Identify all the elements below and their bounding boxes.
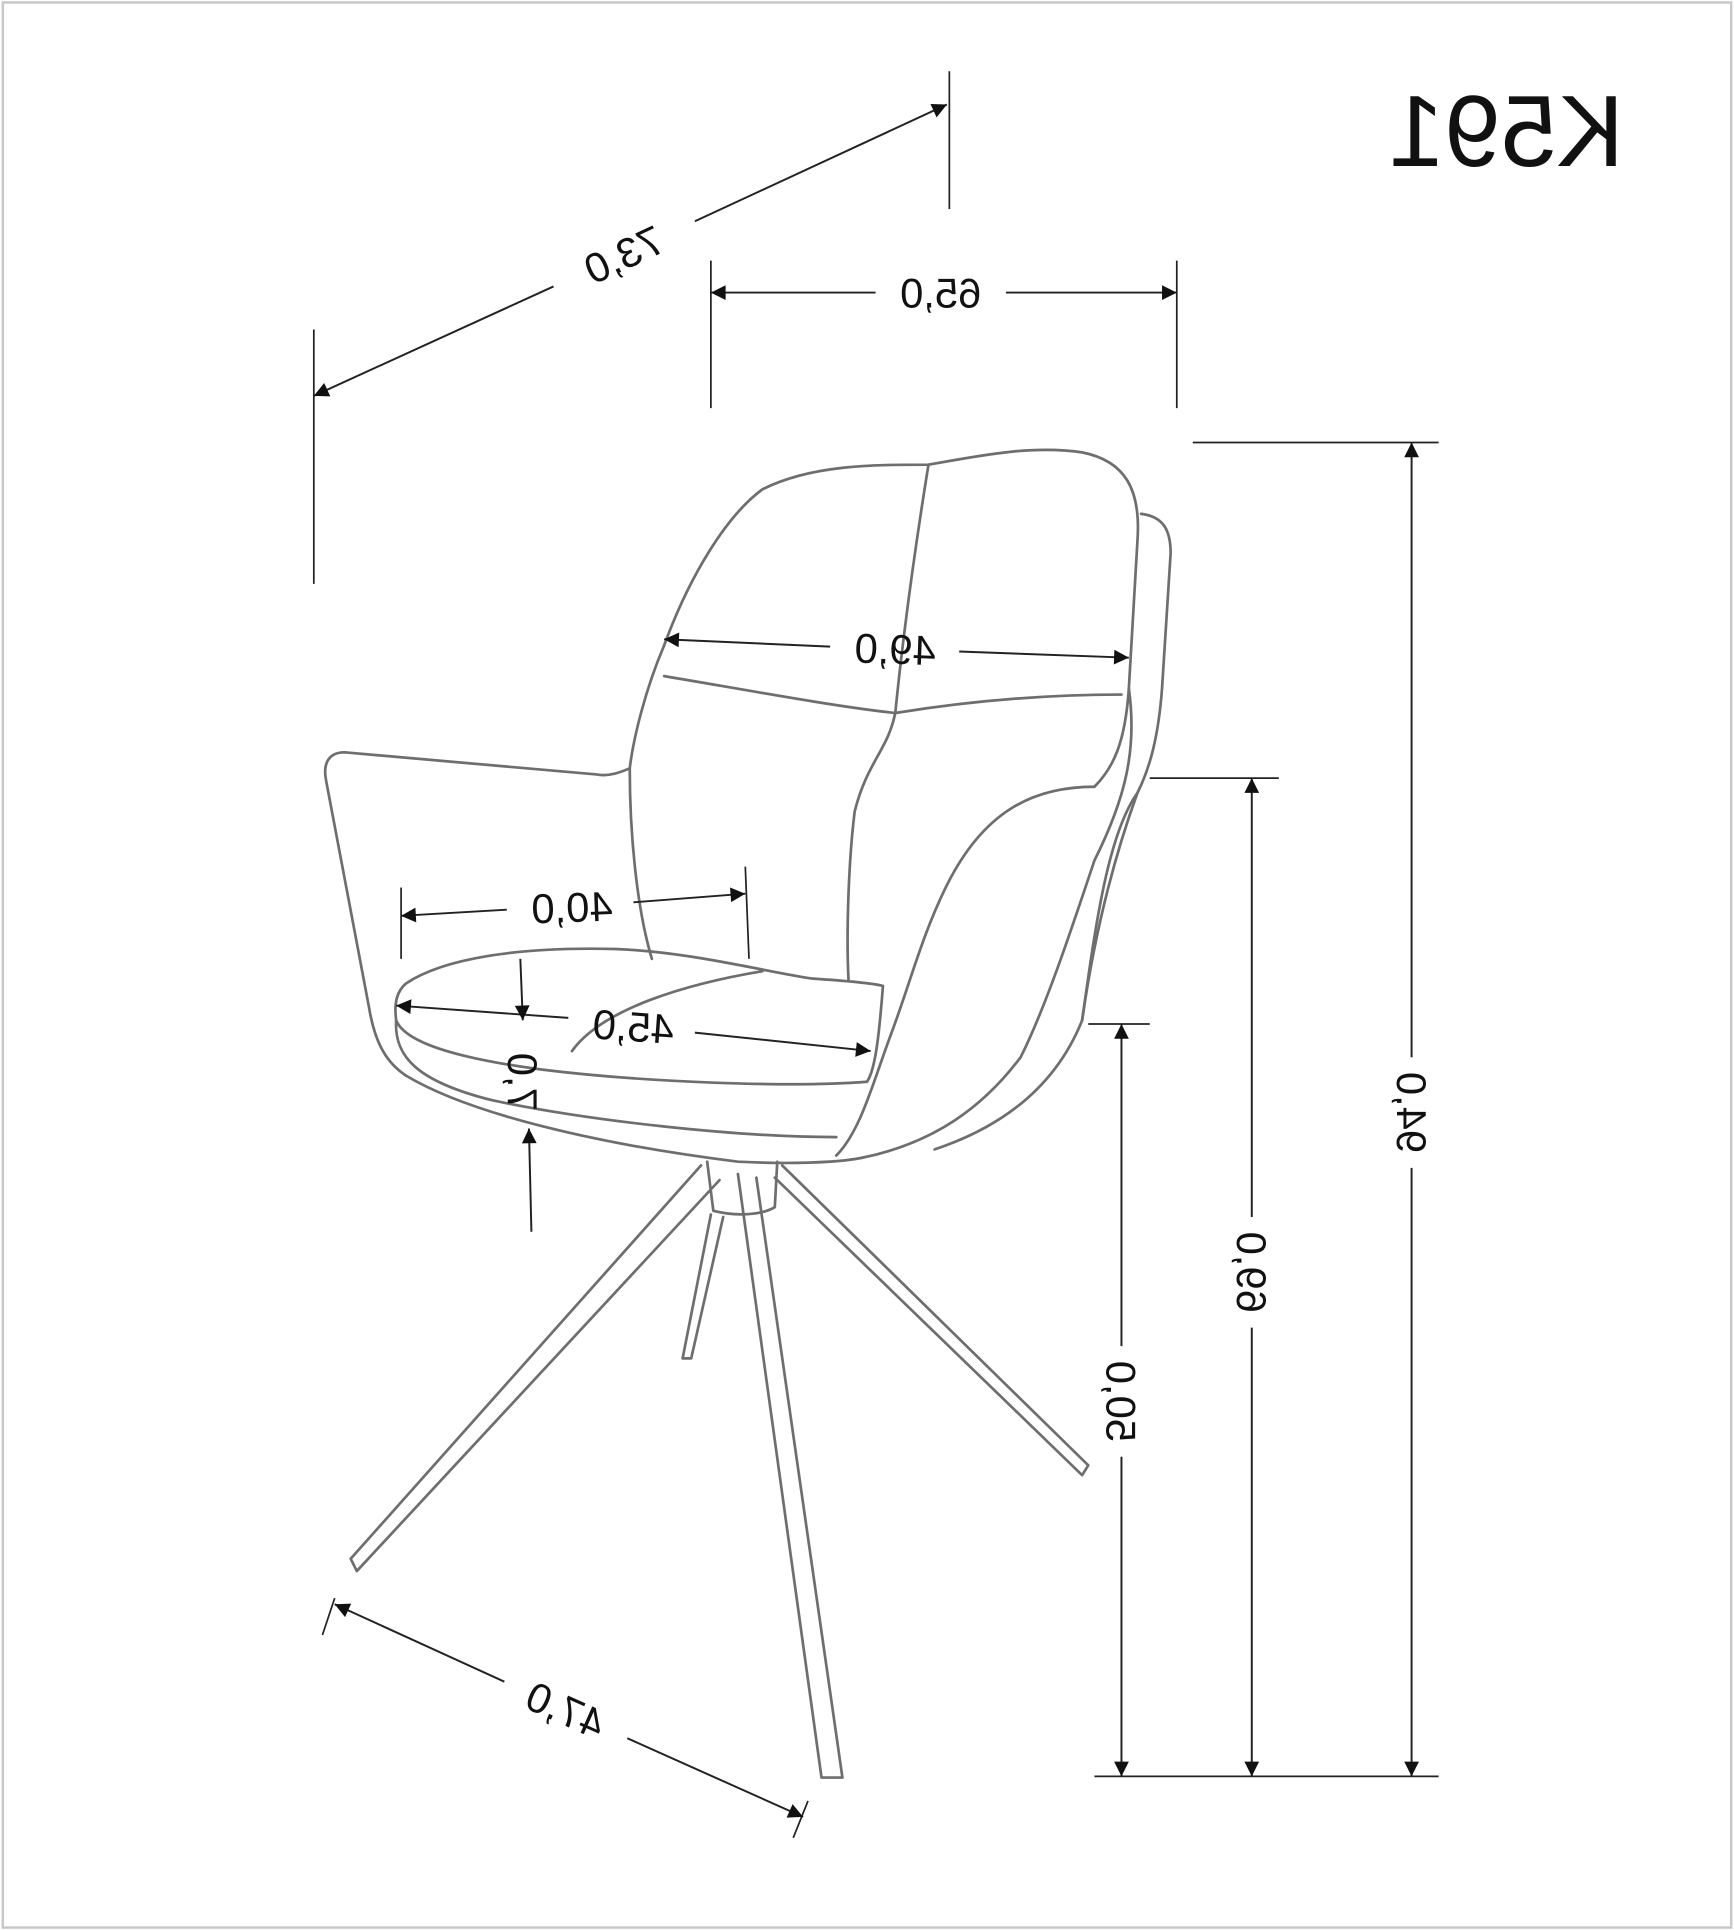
right-arm-inner [834,785,1096,1157]
seat-front [394,1018,838,1139]
leg-front-right [736,1172,844,1779]
model-label: K591 [1389,76,1624,188]
seat-seam [570,969,764,1053]
seat-width-label: 45,0 [591,1000,675,1053]
width-label: 65,0 [900,269,981,316]
seat-depth-label: 40,0 [531,883,614,933]
dim-heights: 94,0 69,0 50,0 [1088,441,1439,1778]
seat-top [394,947,885,1086]
backrest-outline [662,448,1140,789]
seat-bottom [404,1074,863,1165]
armrest-height-label: 69,0 [1228,1232,1275,1313]
left-arm [323,644,666,1077]
backrest-width-label: 49,0 [854,624,937,674]
dim-backrest-width: 49,0 [664,624,1129,674]
total-height-label: 94,0 [1388,1072,1435,1153]
dim-seat-depth: 40,0 [400,866,750,959]
leg-back-left [681,1213,725,1360]
dim-width: 65,0 [710,260,1178,409]
base-span-label: 47,0 [519,1672,612,1748]
back-seam-horizontal [662,674,1123,715]
dim-seat-thickness: 7,0 [499,958,546,1232]
dim-depth: 73,0 [312,71,951,584]
dim-seat-width: 45,0 [396,999,871,1057]
swivel-hub [705,1160,779,1216]
model-title: K591 [1389,76,1624,188]
left-arm-inner [628,766,654,961]
dim-base-span: 47,0 [321,1597,809,1839]
seat-thickness-label: 7,0 [499,1053,546,1111]
back-seam-vertical [846,463,930,983]
leg-front-left [349,1164,721,1573]
seat-height-label: 50,0 [1098,1361,1145,1442]
chair-outline [323,448,1172,1779]
right-arm-back [933,791,1139,1151]
backrest-side [1080,512,1172,1022]
depth-label: 73,0 [577,216,671,293]
leg-back-right [773,1164,1090,1477]
right-arm-outer [859,687,1133,1160]
